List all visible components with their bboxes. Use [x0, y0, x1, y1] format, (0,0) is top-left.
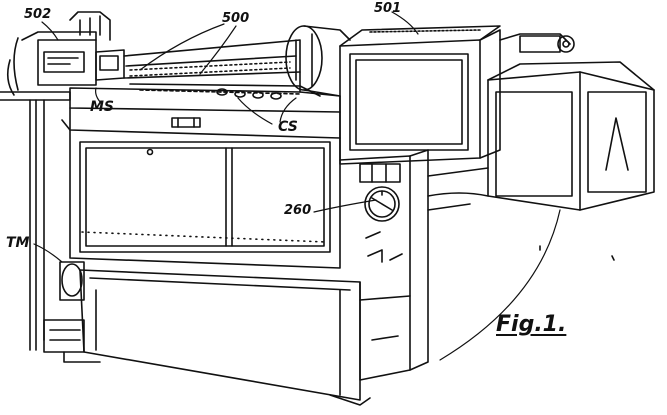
left-feed-assembly	[0, 11, 111, 351]
viewer-box	[427, 61, 655, 361]
leader-tm	[33, 243, 63, 263]
leader-ms	[95, 87, 103, 105]
ref-label-tm: TM	[6, 235, 30, 251]
leader-cs-a	[237, 97, 273, 125]
lower-cabinet	[61, 119, 341, 269]
machine-base	[43, 261, 371, 406]
leader-502	[41, 21, 59, 41]
ref-label-ms: MS	[90, 99, 115, 115]
leader-500-b	[199, 25, 237, 75]
figure-caption: Fig.1.	[496, 312, 567, 337]
ref-label-502: 502	[24, 7, 52, 22]
print-drum	[285, 25, 351, 97]
leader-cs-b	[279, 97, 297, 123]
ref-label-260: 260	[284, 203, 312, 218]
leader-501	[391, 11, 419, 35]
leader-500-a	[139, 23, 225, 71]
ref-label-500: 500	[222, 11, 250, 26]
ref-label-cs: CS	[278, 119, 298, 135]
leader-lines	[33, 11, 419, 263]
display-panel	[339, 25, 575, 165]
leader-260	[313, 199, 377, 213]
ref-label-501: 501	[374, 1, 402, 16]
dial-column	[339, 149, 429, 381]
